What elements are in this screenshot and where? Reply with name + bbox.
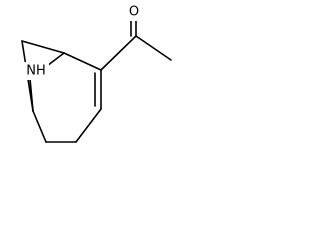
bond-c7-c1 bbox=[21, 40, 65, 54]
bond-c1-c2 bbox=[63, 52, 102, 71]
bond-c2-carbonyl bbox=[100, 35, 137, 71]
oxygen-atom: O bbox=[126, 3, 142, 21]
nitrogen-atom: NH bbox=[23, 62, 49, 80]
structural-formula: NH O bbox=[21, 3, 172, 143]
bond-carbonyl-methyl bbox=[135, 35, 172, 61]
bond-c6-n bbox=[29, 78, 34, 112]
acetyl-group bbox=[100, 17, 172, 71]
bond-c3-c4 bbox=[75, 108, 102, 143]
bond-c5-c6 bbox=[32, 110, 47, 143]
ring-skeleton bbox=[21, 40, 102, 143]
nitrogen-label: NH bbox=[26, 64, 46, 79]
oxygen-label: O bbox=[129, 5, 139, 20]
